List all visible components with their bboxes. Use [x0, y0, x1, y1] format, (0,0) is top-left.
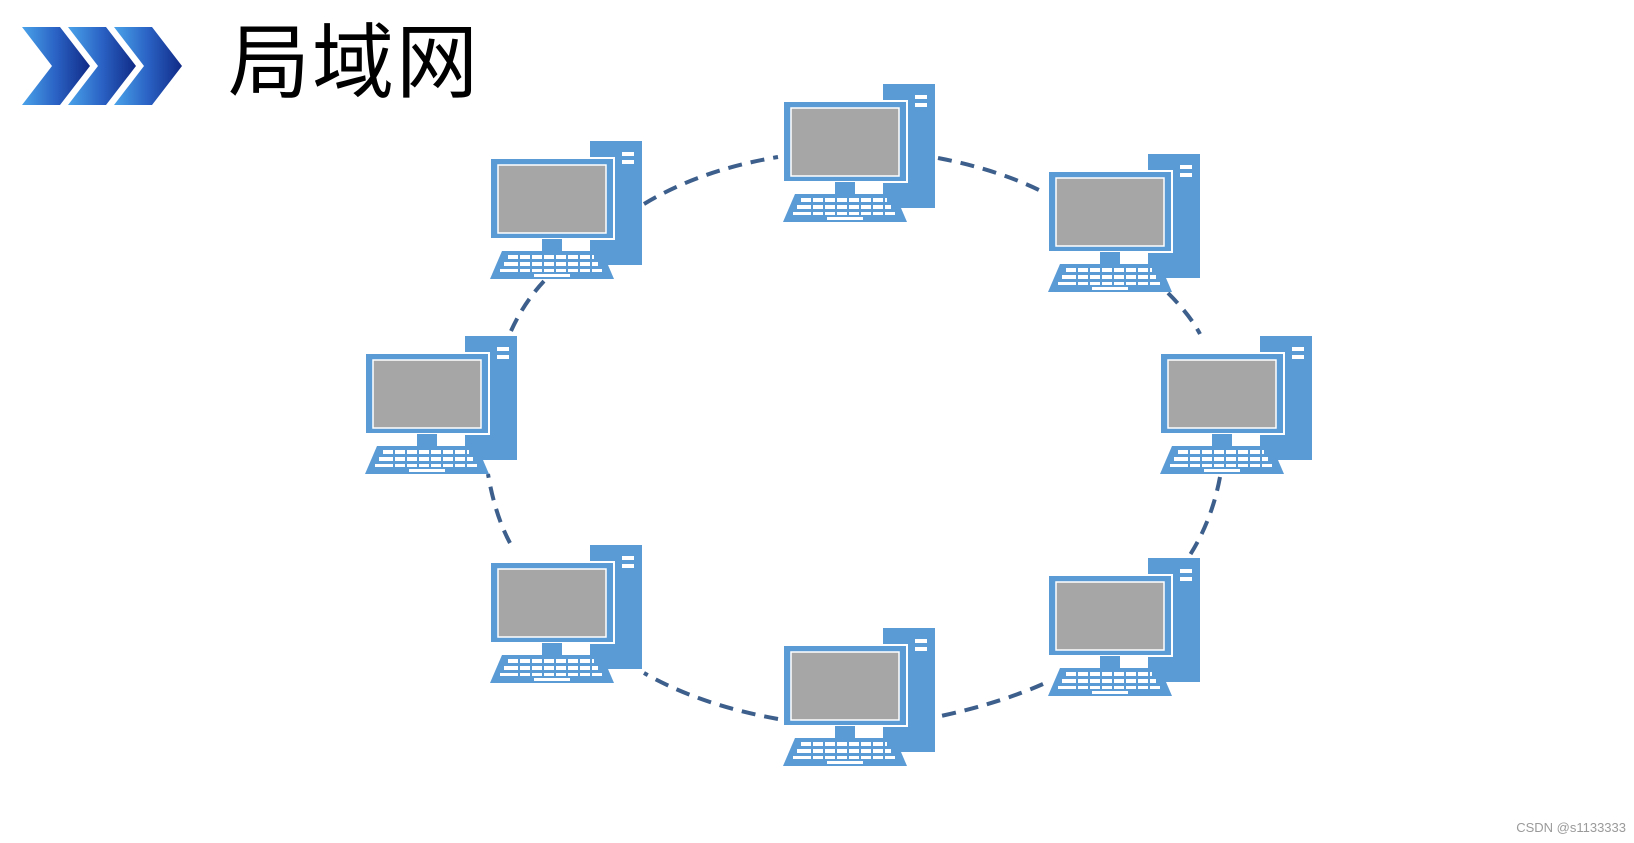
chevron-arrows-icon	[22, 27, 182, 105]
computer-node-right	[1159, 335, 1313, 475]
desktop-computer-icon	[1047, 153, 1201, 293]
computer-node-upper-right	[1047, 153, 1201, 293]
link-left-to-upper-left	[509, 275, 550, 332]
chevron-2	[68, 27, 136, 105]
chevron-3	[114, 27, 182, 105]
computer-node-lower-right	[1047, 557, 1201, 697]
link-upper-right-to-right	[1166, 291, 1202, 335]
link-upper-left-to-top	[642, 155, 779, 206]
link-lower-right-to-bottom	[940, 682, 1044, 718]
desktop-computer-icon	[1159, 335, 1313, 475]
desktop-computer-icon	[364, 335, 518, 475]
chevron-1	[22, 27, 90, 105]
watermark: CSDN @s1133333	[1516, 820, 1626, 835]
desktop-computer-icon	[489, 140, 643, 280]
ring-links	[486, 155, 1222, 721]
computer-node-left	[364, 335, 518, 475]
computer-node-upper-left	[489, 140, 643, 280]
link-lower-left-to-left	[486, 473, 512, 544]
computer-node-lower-left	[489, 544, 643, 684]
link-top-to-upper-right	[937, 156, 1046, 195]
computer-node-bottom	[782, 627, 936, 767]
slide-header: 局域网	[0, 0, 600, 130]
desktop-computer-icon	[782, 83, 936, 223]
computer-node-top	[782, 83, 936, 223]
desktop-computer-icon	[782, 627, 936, 767]
desktop-computer-icon	[489, 544, 643, 684]
link-right-to-lower-right	[1188, 476, 1222, 557]
page-title: 局域网	[228, 16, 481, 111]
desktop-computer-icon	[1047, 557, 1201, 697]
link-bottom-to-lower-left	[643, 671, 779, 721]
